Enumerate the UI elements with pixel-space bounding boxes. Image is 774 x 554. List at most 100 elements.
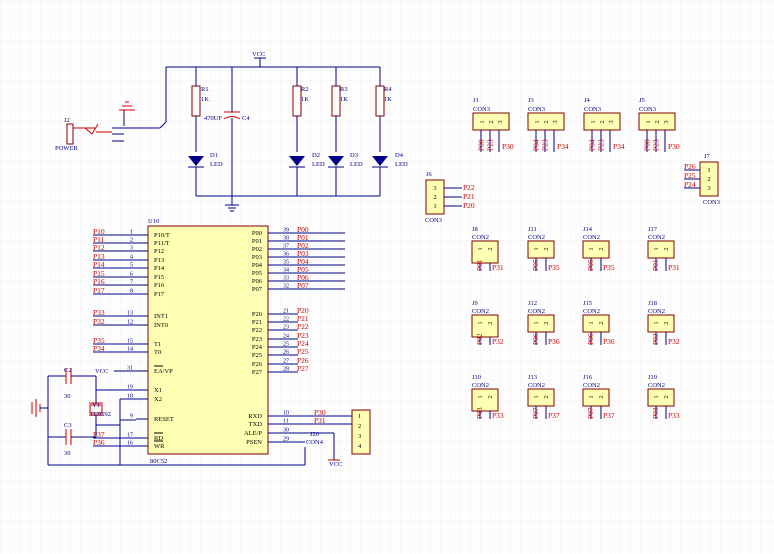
connector-pin-number: 1	[477, 395, 484, 398]
capacitor-c2[interactable]: C2 30	[48, 367, 96, 400]
mcu-pin-number: 30	[283, 428, 289, 434]
mcu-pin-name: P24	[252, 344, 263, 351]
power-jack-j2[interactable]: J2 POWER	[55, 67, 167, 152]
resistor-r3[interactable]: R3 1K	[331, 67, 348, 152]
resistor-r4[interactable]: R4 1K	[375, 67, 392, 152]
r2-value: 1K	[301, 96, 309, 103]
net-label: P22	[463, 183, 475, 192]
resistor-r2[interactable]: R2 1K	[292, 67, 309, 152]
mcu-pin-number: 37	[283, 244, 289, 250]
mcu-pin-name: P16	[154, 282, 165, 289]
mcu-pin-name: P13	[154, 257, 164, 264]
mcu-pin-name: INT0	[154, 322, 168, 329]
c4-value: 470UF	[204, 115, 222, 122]
c4-ref: C4	[242, 115, 250, 122]
mcu-pin-number: 1	[130, 230, 133, 236]
mcu-pin-name: P27	[252, 369, 263, 376]
j7-ref: J7	[704, 153, 711, 160]
net-label: P31	[492, 263, 504, 272]
mcu-pin-number: 3	[130, 246, 133, 252]
mcu-part: 80C52	[150, 458, 167, 465]
j6-ref: J6	[426, 171, 433, 178]
mcu-pin-number: 23	[283, 325, 289, 331]
capacitor-c3[interactable]: C3 30	[48, 422, 96, 457]
vcc-symbol-top[interactable]: VCC	[252, 51, 266, 67]
led-d2[interactable]: D2 LED	[289, 152, 325, 196]
resistor-r1[interactable]: R1 1K	[191, 67, 209, 152]
led-d3[interactable]: D3 LED	[328, 152, 363, 196]
capacitor-c4[interactable]: 470UF C4	[204, 67, 250, 196]
mcu-pin-name: P14	[154, 265, 165, 272]
net-label: P00	[477, 139, 486, 151]
net-label: P23	[486, 139, 495, 151]
net-label: P23	[297, 331, 309, 340]
net-label: P01	[651, 259, 660, 271]
mcu-pin-name: PSEN	[246, 439, 262, 446]
connector-ref: J16	[583, 374, 593, 381]
net-label: P25	[684, 171, 696, 180]
led-d1[interactable]: D1 LED	[188, 152, 223, 196]
led-d4[interactable]: D4 LED	[372, 152, 408, 196]
connector-pin-number: 1	[477, 321, 484, 324]
mcu-pin-name: P20	[252, 311, 262, 318]
